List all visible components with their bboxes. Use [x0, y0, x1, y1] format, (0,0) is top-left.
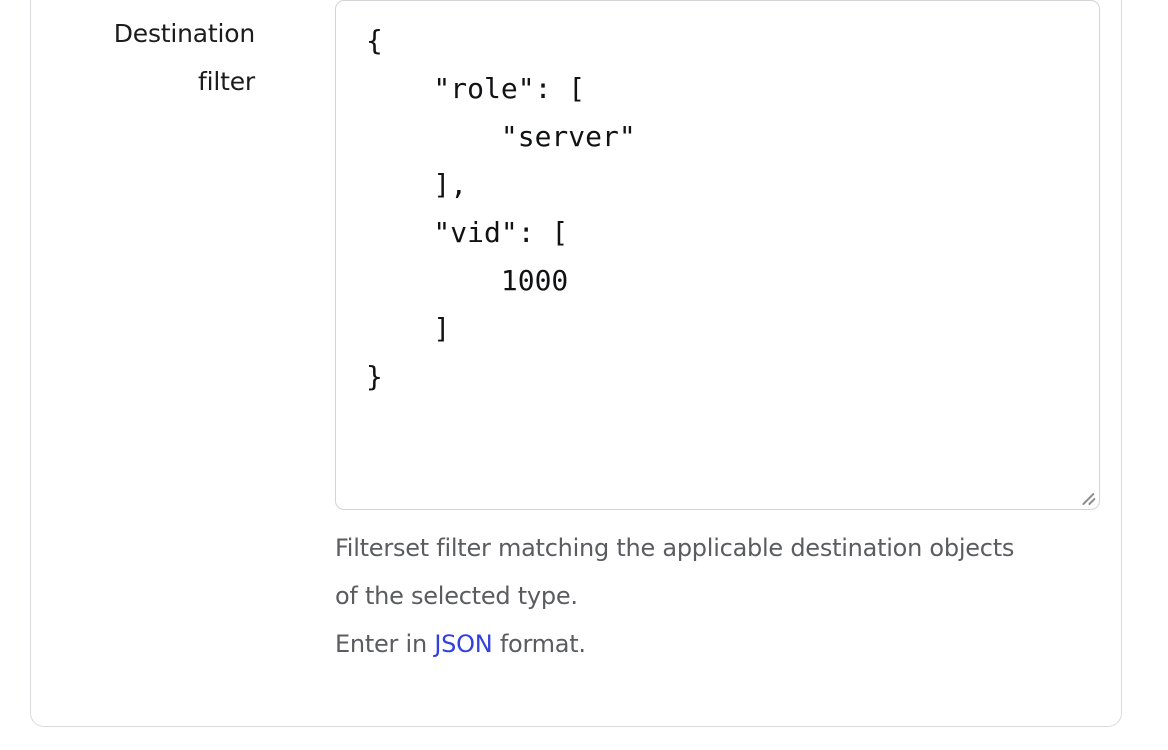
- destination-filter-help-text: Filterset filter matching the applicable…: [335, 524, 1095, 668]
- help-text-line-1: Filterset filter matching the applicable…: [335, 534, 1015, 562]
- settings-form-card: Destination filter Filterset filter matc…: [30, 0, 1122, 727]
- json-editor-wrapper: [335, 0, 1100, 510]
- destination-filter-form-row: Destination filter Filterset filter matc…: [31, 0, 1123, 700]
- help-text-line-2: of the selected type.: [335, 582, 578, 610]
- resize-grip-icon[interactable]: [1080, 490, 1096, 506]
- help-text-line-3-suffix: format.: [492, 630, 586, 658]
- help-text-line-3-prefix: Enter in: [335, 630, 435, 658]
- json-format-link[interactable]: JSON: [434, 630, 493, 658]
- destination-filter-json-textarea[interactable]: [335, 0, 1100, 510]
- destination-filter-control-column: Filterset filter matching the applicable…: [335, 0, 1101, 668]
- help-text-line-3: Enter in JSON format.: [335, 620, 1095, 668]
- destination-filter-label: Destination filter: [113, 19, 255, 96]
